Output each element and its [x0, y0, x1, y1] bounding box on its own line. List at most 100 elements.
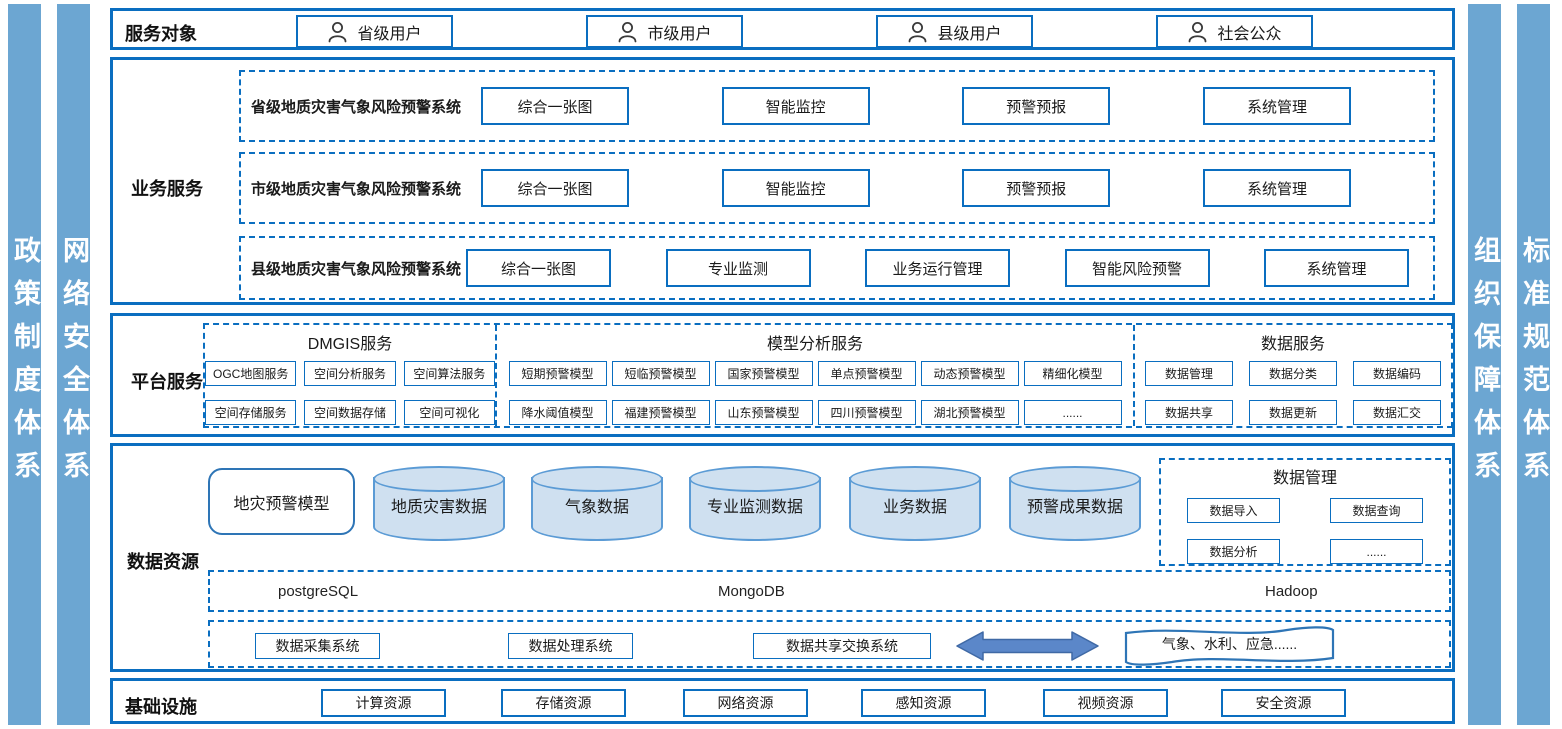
- group-model-analysis: 模型分析服务 短期预警模型 短临预警模型 国家预警模型 单点预警模型 动态预警模…: [495, 325, 1133, 426]
- section-title: 平台服务: [131, 372, 203, 392]
- module-label: 智能风险预警: [1091, 260, 1182, 278]
- user-box-public: 社会公众: [1156, 15, 1313, 48]
- service-label: 空间存储服务: [214, 406, 287, 420]
- module-label: 预警预报: [1006, 98, 1067, 116]
- service-label: 空间分析服务: [313, 367, 386, 381]
- module-label: 综合一张图: [517, 98, 593, 116]
- db-postgresql: postgreSQL: [278, 582, 359, 600]
- resource-box: 网络资源: [683, 689, 808, 717]
- module-box: 专业监测: [665, 249, 811, 287]
- sidebar-label: 网络安全体系: [59, 235, 89, 494]
- external-partners-wave: 气象、水利、应急......: [1122, 624, 1337, 668]
- service-box: 山东预警模型: [714, 400, 813, 425]
- service-label: 国家预警模型: [727, 367, 800, 381]
- module-box: 系统管理: [1264, 249, 1409, 287]
- service-label: 精细化模型: [1042, 367, 1103, 381]
- service-box: 单点预警模型: [817, 361, 916, 386]
- cylinder-geo-disaster-data: 地质灾害数据: [373, 466, 505, 541]
- cylinder-warning-result-data: 预警成果数据: [1009, 466, 1141, 541]
- section-title: 数据资源: [127, 552, 199, 572]
- service-box: ......: [1330, 539, 1423, 564]
- group-title: 模型分析服务: [766, 336, 863, 353]
- user-box-province: 省级用户: [296, 15, 453, 48]
- service-box: 数据编码: [1353, 361, 1441, 386]
- service-box: 动态预警模型: [920, 361, 1019, 386]
- cylinder-label: 预警成果数据: [1026, 499, 1123, 516]
- sidebar-standard-specification: 标准规范体系: [1517, 4, 1550, 725]
- module-box: 智能监控: [721, 169, 870, 207]
- group-title: 数据服务: [1260, 336, 1325, 353]
- resource-label: 计算资源: [355, 695, 412, 711]
- user-label: 市级用户: [647, 25, 712, 43]
- service-row: 短期预警模型 短临预警模型 国家预警模型 单点预警模型 动态预警模型 精细化模型: [497, 361, 1133, 386]
- section-data-resources: 数据资源 地灾预警模型 地质灾害数据 气象数据 专业监测数据 业务数据 预警成果…: [110, 443, 1455, 672]
- service-label: ......: [1062, 405, 1083, 420]
- cylinder-business-data: 业务数据: [849, 466, 981, 541]
- service-box: 空间分析服务: [304, 361, 396, 386]
- module-box: 智能风险预警: [1064, 249, 1210, 287]
- service-label: 单点预警模型: [830, 367, 903, 381]
- service-box: 数据汇交: [1353, 400, 1441, 425]
- module-box: 预警预报: [962, 169, 1111, 207]
- data-management-group: 数据管理 数据导入 数据查询 数据分析 ......: [1159, 458, 1451, 566]
- group-data-services: 数据服务 数据管理 数据分类 数据编码 数据共享 数据更新 数据汇交: [1133, 325, 1451, 426]
- system-box: 数据共享交换系统: [753, 633, 931, 659]
- cylinder-monitoring-data: 专业监测数据: [689, 466, 821, 541]
- module-label: 综合一张图: [500, 260, 576, 278]
- service-box: 数据管理: [1145, 361, 1233, 386]
- module-row: 综合一张图 专业监测 业务运行管理 智能风险预警 系统管理: [466, 238, 1433, 298]
- service-box: 精细化模型: [1023, 361, 1122, 386]
- sidebar-label: 标准规范体系: [1519, 235, 1549, 494]
- service-label: 降水阈值模型: [521, 406, 594, 420]
- cylinder-label: 地质灾害数据: [390, 499, 487, 516]
- resource-box: 视频资源: [1043, 689, 1168, 717]
- service-box: 数据查询: [1330, 498, 1423, 523]
- resource-label: 感知资源: [895, 695, 952, 711]
- service-label: 数据更新: [1268, 406, 1317, 420]
- module-label: 系统管理: [1246, 180, 1307, 198]
- system-name: 省级地质灾害气象风险预警系统: [251, 98, 462, 116]
- resource-box: 安全资源: [1221, 689, 1346, 717]
- service-box: 短期预警模型: [508, 361, 607, 386]
- external-partners-label: 气象、水利、应急......: [1161, 636, 1298, 652]
- section-infrastructure: 基础设施 计算资源 存储资源 网络资源 感知资源 视频资源 安全资源: [110, 678, 1455, 724]
- service-label: 四川预警模型: [830, 406, 903, 420]
- db-mongodb: MongoDB: [718, 582, 785, 600]
- sidebar-policy-system: 政策制度体系: [8, 4, 41, 725]
- section-title: 业务服务: [131, 179, 203, 199]
- resource-label: 安全资源: [1255, 695, 1312, 711]
- model-label: 地灾预警模型: [233, 495, 330, 513]
- service-box: 国家预警模型: [714, 361, 813, 386]
- service-box: 福建预警模型: [611, 400, 710, 425]
- service-label: 数据汇交: [1372, 406, 1421, 420]
- sidebar-label: 政策制度体系: [10, 235, 40, 494]
- service-label: 数据管理: [1164, 367, 1213, 381]
- exchange-row: 数据采集系统 数据处理系统 数据共享交换系统 气象、水利、应急......: [208, 620, 1451, 668]
- system-name: 县级地质灾害气象风险预警系统: [251, 260, 462, 278]
- service-box: 数据分类: [1249, 361, 1337, 386]
- resource-box: 存储资源: [501, 689, 626, 717]
- service-box: 空间可视化: [403, 400, 495, 425]
- module-label: 预警预报: [1006, 180, 1067, 198]
- service-box: 降水阈值模型: [508, 400, 607, 425]
- service-label: 空间数据存储: [313, 406, 386, 420]
- cylinder-label: 专业监测数据: [706, 499, 803, 516]
- service-label: 数据导入: [1209, 504, 1258, 518]
- system-box: 数据采集系统: [255, 633, 380, 659]
- service-row: OGC地图服务 空间分析服务 空间算法服务: [205, 361, 495, 386]
- section-service-objects: 服务对象 省级用户 市级用户 县级用户 社会公众: [110, 8, 1455, 50]
- service-label: 山东预警模型: [727, 406, 800, 420]
- service-label: 数据查询: [1352, 504, 1401, 518]
- platform-groups: DMGIS服务 OGC地图服务 空间分析服务 空间算法服务 空间存储服务 空间数…: [203, 323, 1453, 428]
- service-label: 空间可视化: [419, 406, 480, 420]
- module-label: 智能监控: [765, 98, 826, 116]
- system-label: 数据共享交换系统: [786, 638, 898, 654]
- section-platform-services: 平台服务 DMGIS服务 OGC地图服务 空间分析服务 空间算法服务 空间存储服…: [110, 313, 1455, 437]
- service-label: 数据编码: [1372, 367, 1421, 381]
- module-label: 业务运行管理: [892, 260, 983, 278]
- user-icon: [1189, 21, 1207, 42]
- user-icon: [909, 21, 927, 42]
- service-label: 数据共享: [1164, 406, 1213, 420]
- module-box: 系统管理: [1202, 169, 1351, 207]
